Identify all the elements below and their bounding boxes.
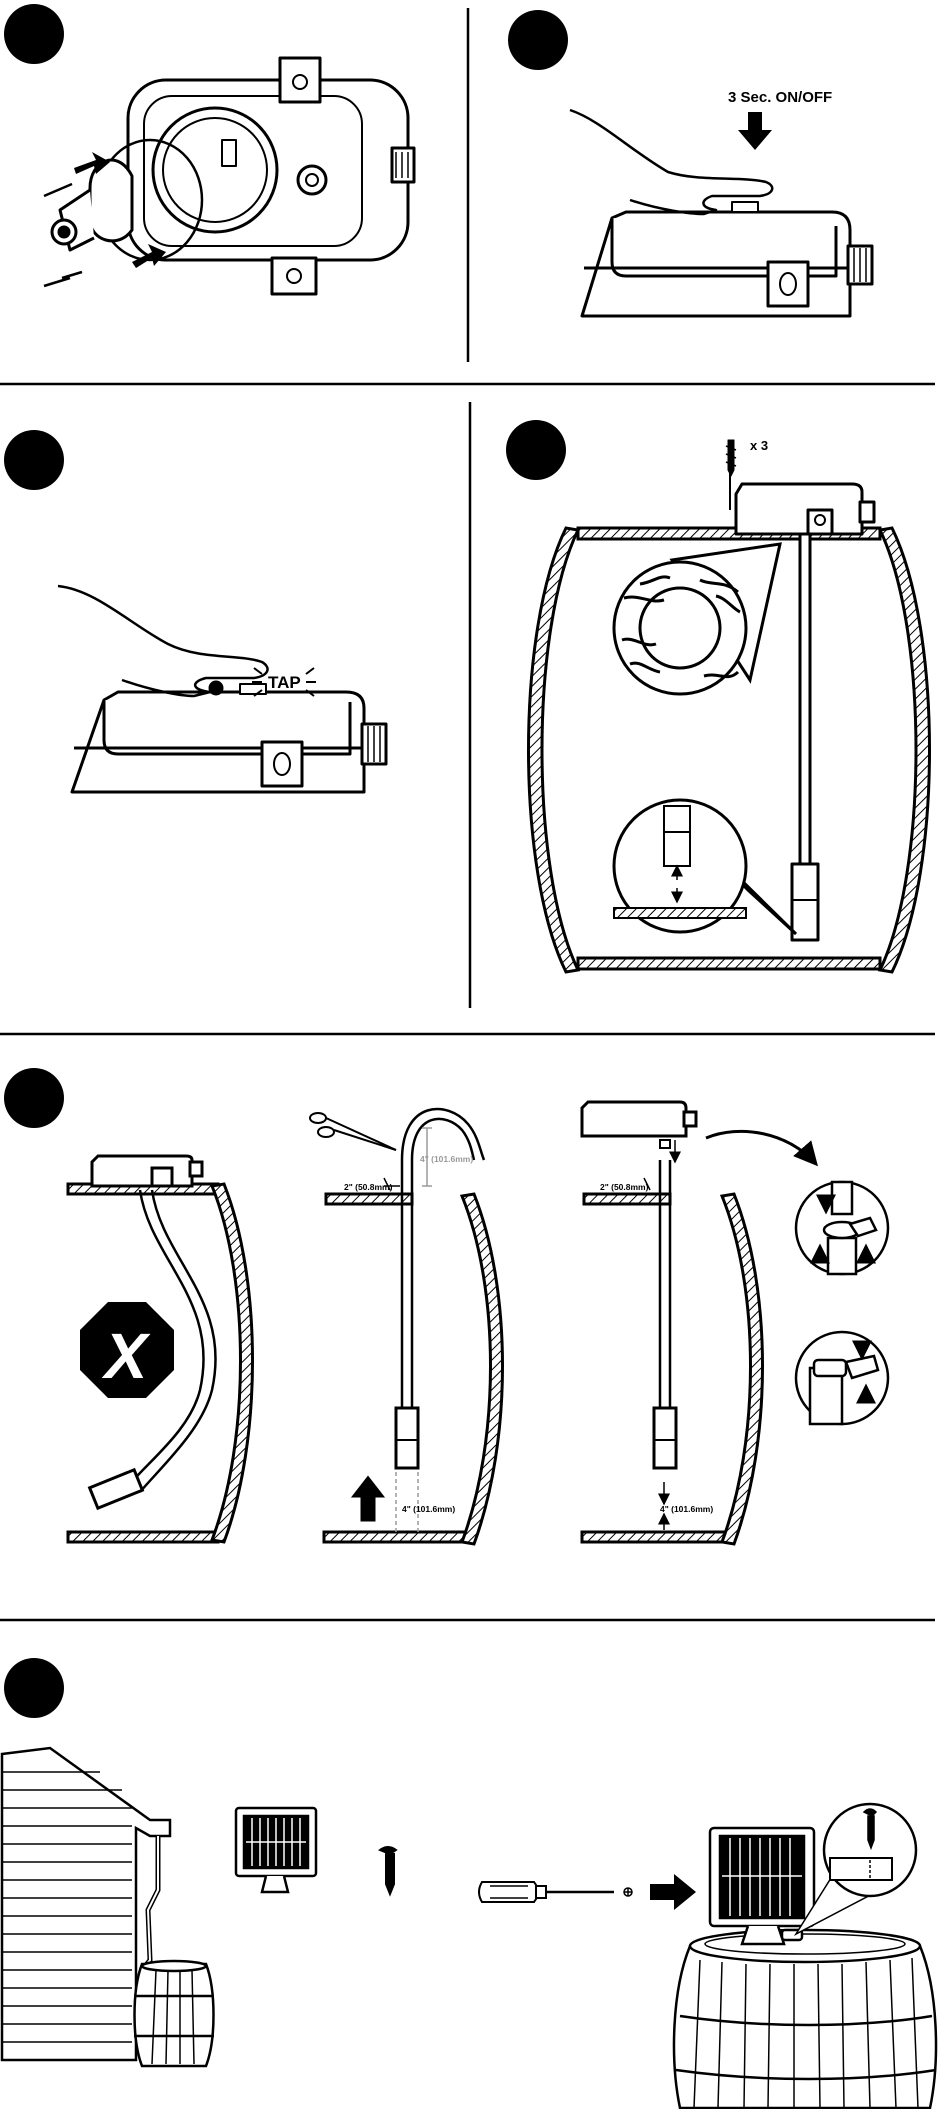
clip-detail-bottom — [796, 1332, 888, 1424]
clip-detail-top — [796, 1182, 888, 1274]
step-badge-2 — [508, 10, 568, 70]
step5b-cut-hose — [324, 1109, 503, 1544]
measure-4in-cut: 4" (101.6mm) — [420, 1154, 473, 1164]
step4-controller — [726, 440, 874, 940]
step-badge-3 — [4, 430, 64, 490]
step3-illustration — [58, 586, 386, 792]
step6-screw — [380, 1847, 396, 1894]
screw-count-label: x 3 — [750, 438, 768, 453]
step-badge-6 — [4, 1658, 64, 1718]
prohibited-symbol: X — [80, 1302, 174, 1398]
step6-solar-panel — [236, 1808, 316, 1892]
power-hold-label: 3 Sec. ON/OFF — [728, 89, 832, 106]
measure-4in-gap-c: 4" (101.6mm) — [660, 1504, 713, 1514]
step2-down-arrow — [738, 112, 772, 150]
step4-wood-detail — [614, 544, 780, 694]
step-badge-4 — [506, 420, 566, 480]
step2-illustration — [570, 110, 872, 316]
step6-small-barrel — [134, 1961, 214, 2066]
prohibited-x: X — [102, 1320, 151, 1392]
detail-curved-arrow — [706, 1131, 816, 1164]
step6-screwdriver — [479, 1882, 632, 1902]
tap-label: TAP — [268, 673, 301, 692]
step4-gap-detail — [614, 800, 796, 934]
step-badge-1 — [4, 4, 64, 64]
step5c-reconnect — [582, 1102, 763, 1544]
step6-arrow — [650, 1874, 696, 1910]
measure-2in-reconnect: 2" (50.8mm) — [600, 1182, 649, 1192]
step-badge-5 — [4, 1068, 64, 1128]
step5b-scissors — [310, 1113, 396, 1150]
measure-2in-cut: 2" (50.8mm) — [344, 1182, 393, 1192]
step1-illustration — [52, 58, 414, 294]
measure-4in-gap-b: 4" (101.6mm) — [402, 1504, 455, 1514]
